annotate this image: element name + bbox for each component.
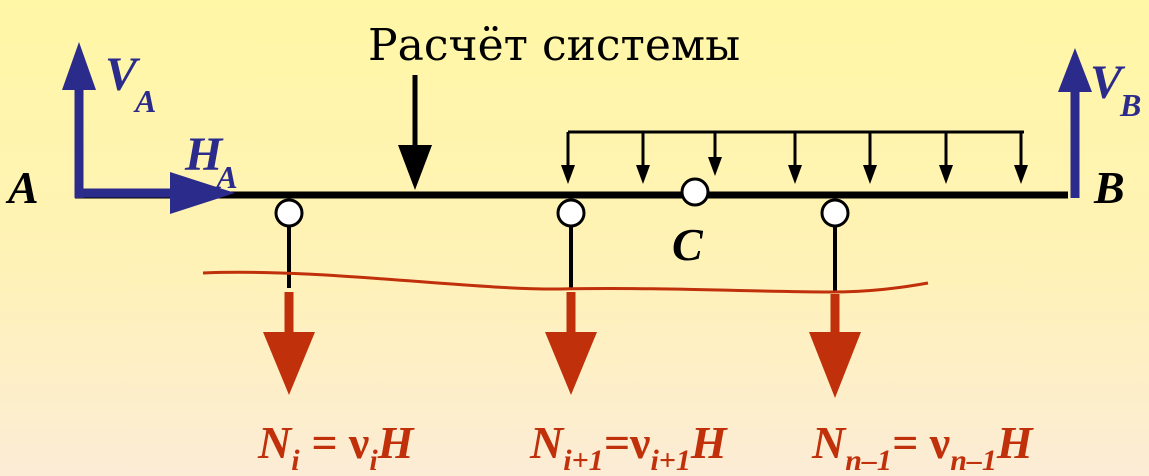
force-arrow-1 xyxy=(263,292,315,395)
reaction-va-label: VA xyxy=(105,48,156,119)
concentrated-load-arrow xyxy=(398,75,432,190)
support-rod-1 xyxy=(274,198,304,288)
reaction-ha-arrow xyxy=(75,172,235,214)
reaction-va-arrow xyxy=(62,42,96,198)
point-b-label: B xyxy=(1093,162,1125,213)
section-cut-line xyxy=(202,270,929,294)
hinge-icon xyxy=(556,198,586,228)
hinge-c-icon xyxy=(680,177,710,207)
reaction-ha-label: HA xyxy=(184,128,238,195)
force-arrow-3 xyxy=(809,294,861,398)
hinge-icon xyxy=(820,198,850,228)
point-c-label: C xyxy=(672,219,704,270)
formula-n-i-plus-1: Ni+1=νi+1H xyxy=(529,417,728,476)
reaction-vb-arrow xyxy=(1058,48,1092,198)
reaction-vb-label: VB xyxy=(1090,56,1141,123)
formula-n-n-minus-1: Nn–1= νn–1H xyxy=(811,417,1034,476)
diagram-title: Расчёт системы xyxy=(368,20,740,71)
force-arrow-2 xyxy=(545,292,597,395)
hinge-icon xyxy=(274,198,304,228)
point-a-label: A xyxy=(5,162,39,213)
support-rod-3 xyxy=(820,198,850,292)
distributed-load xyxy=(561,130,1028,184)
support-rod-2 xyxy=(556,198,586,288)
formula-n-i: Ni = νiH xyxy=(257,417,415,476)
